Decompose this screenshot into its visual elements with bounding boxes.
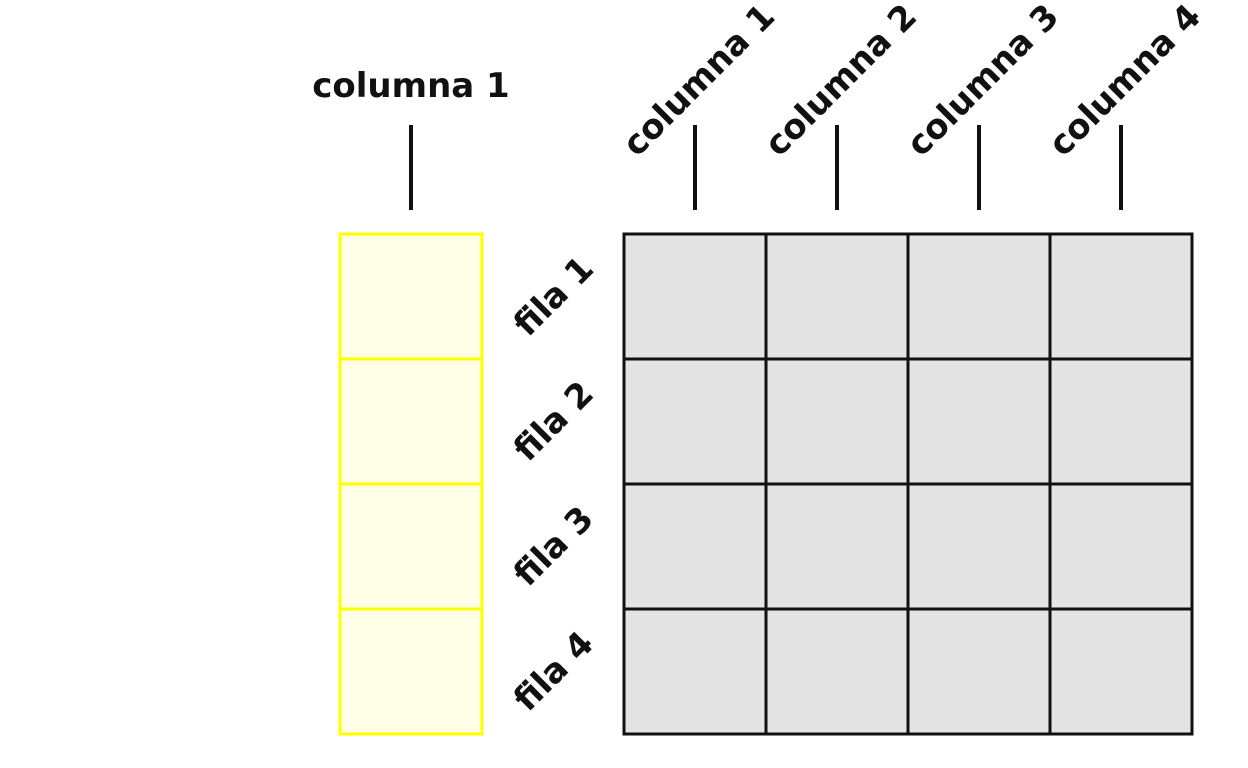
single-column-cell <box>338 357 484 486</box>
grid-cell <box>622 607 768 736</box>
grid-cell <box>764 357 910 486</box>
grid-cell <box>1048 232 1194 361</box>
grid-row-header: fila 3 <box>506 499 602 595</box>
grid-cell <box>764 607 910 736</box>
grid-row-headers: fila 1 fila 2 fila 3 fila 4 <box>506 249 602 720</box>
grid-cell <box>764 232 910 361</box>
grid-cells <box>622 232 1194 736</box>
grid-cell <box>906 232 1052 361</box>
grid-cell <box>622 357 768 486</box>
grid-cell <box>1048 607 1194 736</box>
single-column-cells <box>338 232 484 736</box>
single-column-cell <box>338 607 484 736</box>
grid-cell <box>906 357 1052 486</box>
grid-row-header: fila 2 <box>506 374 602 470</box>
grid-cell <box>1048 357 1194 486</box>
grid-cell <box>1048 482 1194 611</box>
grid-cell <box>622 482 768 611</box>
grid-cell <box>906 607 1052 736</box>
grid-cell <box>906 482 1052 611</box>
grid-row-header: fila 4 <box>506 624 602 720</box>
grid-cell <box>622 232 768 361</box>
single-column-header: columna 1 <box>312 66 509 106</box>
grid-row-header: fila 1 <box>506 249 602 345</box>
single-column-group: columna 1 <box>312 66 510 736</box>
grid-cell <box>764 482 910 611</box>
single-column-cell <box>338 482 484 611</box>
grid-column-header: columna 1 <box>615 0 783 164</box>
single-column-cell <box>338 232 484 361</box>
